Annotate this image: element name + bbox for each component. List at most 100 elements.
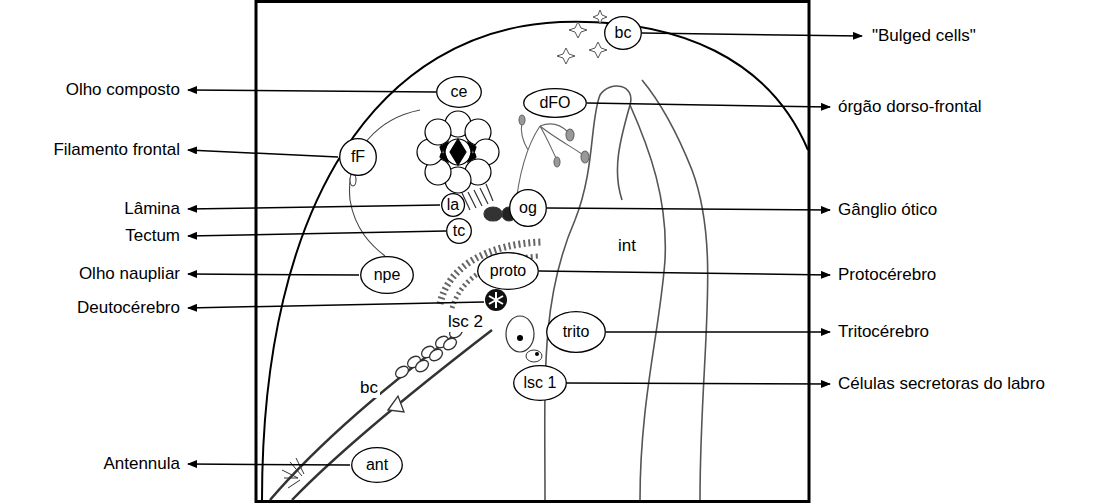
dorso-frontal-organ-part — [566, 129, 574, 141]
ventral-cord-part — [292, 330, 492, 500]
brain-part — [485, 289, 507, 311]
node-text: ce — [451, 83, 468, 101]
circled-abbreviation: fF — [339, 138, 377, 176]
compound-eye-part — [450, 139, 466, 165]
compound-eye-part — [425, 119, 451, 145]
node-text: ant — [366, 456, 388, 474]
circled-abbreviation: la — [441, 193, 465, 217]
bulged-cells-part — [569, 22, 587, 38]
brain-part — [489, 292, 503, 308]
node-ellipse — [352, 448, 403, 483]
part-name: órgão dorso-frontal — [838, 97, 982, 117]
node-text: la — [447, 196, 459, 214]
part-name: Protocérebro — [838, 265, 936, 285]
part-name: Filamento frontal — [53, 140, 180, 160]
part-name: Tritocérebro — [838, 322, 929, 342]
frontal-filament — [350, 110, 420, 256]
frame-part — [256, 2, 809, 502]
frontal-filament-part — [350, 174, 356, 186]
node-text: og — [519, 199, 537, 217]
frame — [256, 2, 809, 502]
node-text: bc — [615, 24, 632, 42]
bulged-cells-part — [589, 42, 607, 58]
lamina-fibres — [462, 184, 516, 221]
part-abbreviation: lsc 2 — [446, 312, 485, 332]
ventral-cord-part — [282, 458, 304, 488]
circled-abbreviation: proto — [477, 252, 539, 290]
bulged-cells-part — [557, 48, 575, 64]
ventral-cord-part — [441, 336, 458, 352]
compound-eye-part — [440, 142, 476, 162]
leader-lines-part — [188, 274, 359, 275]
node-text: proto — [490, 262, 526, 280]
ventral-cord-part — [413, 358, 430, 374]
node-ellipse — [447, 219, 472, 244]
part-abbreviation: bc — [358, 378, 380, 398]
part-name: Células secretoras do labro — [838, 374, 1045, 394]
frame-part — [262, 22, 808, 500]
leader-lines-part — [642, 33, 862, 36]
node-ellipse — [478, 253, 539, 290]
circled-abbreviation: npe — [360, 256, 414, 294]
circled-abbreviation: ant — [351, 447, 403, 483]
dorso-frontal-organ-part — [519, 115, 525, 125]
ventral-cord-part — [388, 396, 404, 412]
part-name: Olho composto — [66, 80, 180, 100]
dorso-frontal-organ-part — [554, 157, 560, 167]
brain-part — [506, 316, 534, 352]
node-text: fF — [351, 148, 365, 166]
leader-lines-part — [188, 90, 436, 92]
brain-part — [526, 350, 542, 362]
leader-lines — [188, 33, 862, 465]
circled-abbreviation: trito — [546, 311, 606, 353]
node-ellipse — [514, 366, 567, 401]
leader-lines-part — [539, 271, 830, 275]
intestine — [545, 80, 708, 500]
brain-part — [535, 352, 539, 356]
compound-eye-part — [445, 139, 471, 165]
node-ellipse — [605, 17, 642, 50]
ventral-cord-part — [427, 347, 444, 363]
part-abbreviation: int — [616, 236, 638, 256]
leader-lines-part — [188, 150, 338, 157]
node-ellipse — [547, 312, 606, 353]
node-text: dFO — [539, 94, 570, 112]
lamina-fibres-part — [462, 184, 493, 210]
leader-lines-part — [188, 231, 446, 236]
circled-abbreviation: lsc 1 — [513, 365, 567, 401]
ventral-cord-part — [270, 318, 478, 500]
part-name: Lâmina — [124, 199, 180, 219]
node-ellipse — [442, 194, 465, 217]
intestine-part — [630, 105, 665, 500]
node-text: trito — [563, 323, 590, 341]
lamina-fibres-part — [484, 207, 502, 221]
dorso-frontal-organ-part — [581, 151, 589, 163]
ventral-cord — [270, 314, 492, 500]
part-name: "Bulged cells" — [872, 26, 976, 46]
bulged-cells — [557, 10, 607, 64]
node-ellipse — [510, 190, 547, 227]
part-name: Gânglio ótico — [838, 200, 937, 220]
intestine-part — [545, 86, 631, 500]
leader-lines-part — [188, 205, 440, 209]
part-name: Tectum — [125, 226, 180, 246]
circled-abbreviation: og — [509, 189, 547, 227]
node-ellipse — [437, 77, 482, 108]
frontal-filament-part — [350, 110, 420, 256]
node-text: npe — [374, 266, 401, 284]
ventral-cord-part — [393, 364, 410, 380]
node-ellipse — [361, 257, 414, 294]
leader-lines-part — [587, 103, 830, 107]
leader-lines-part — [606, 331, 830, 333]
node-ellipse — [340, 139, 377, 176]
part-name: Deutocérebro — [77, 298, 180, 318]
node-ellipse — [524, 89, 587, 118]
node-text: tc — [453, 222, 465, 240]
circled-abbreviation: tc — [446, 218, 472, 244]
part-name: Olho naupliar — [79, 264, 180, 284]
leader-lines-part — [566, 383, 830, 384]
part-name: Antennula — [103, 454, 180, 474]
leader-lines-part — [547, 208, 830, 210]
